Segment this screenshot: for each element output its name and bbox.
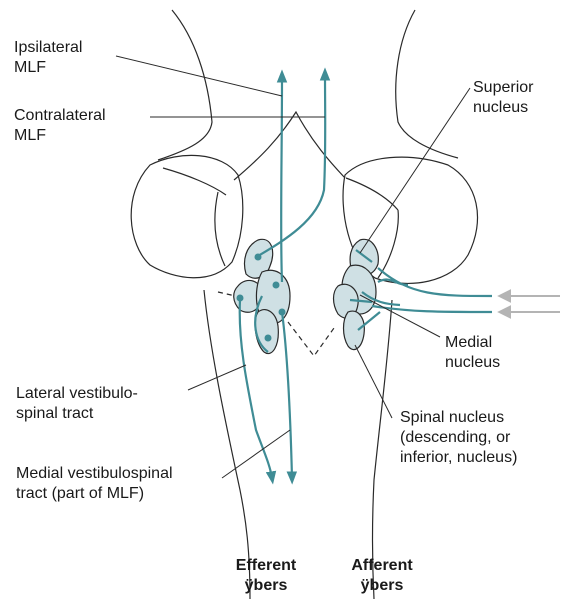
midline-contour [234, 112, 345, 180]
label-medial-vestibulospinal-tract: Medial vestibulospinal tract (part of ML… [16, 464, 173, 504]
dot-superior [255, 254, 262, 261]
leader-superior-nucleus [360, 88, 470, 253]
label-ipsilateral-mlf: Ipsilateral MLF [14, 38, 82, 78]
afferent-fiber-upper [378, 268, 492, 296]
dot-lateral [237, 295, 244, 302]
dot-spinal [265, 335, 272, 342]
left-upper-contour [158, 10, 212, 160]
left-peduncle-crease [163, 168, 226, 266]
right-vestibular-nuclei [334, 239, 379, 349]
leader-lateral-vestibulospinal [188, 365, 246, 390]
leader-medial-nucleus [360, 295, 440, 337]
label-medial-nucleus: Medial nucleus [445, 333, 500, 373]
brainstem-outline [131, 10, 477, 599]
left-medulla-contour [204, 290, 250, 599]
contralateral-mlf-fiber [258, 74, 325, 256]
leader-spinal-nucleus [355, 345, 392, 418]
dot-medial [273, 282, 280, 289]
right-medulla-contour [373, 300, 393, 599]
medial-vestibulospinal-fiber [282, 312, 292, 478]
label-contralateral-mlf: Contralateral MLF [14, 106, 106, 146]
dot-medial-lower [279, 309, 286, 316]
label-lateral-vestibulospinal-tract: Lateral vestibulo- spinal tract [16, 384, 138, 424]
left-cerebellar-peduncle [131, 155, 243, 277]
label-spinal-nucleus: Spinal nucleus (descending, or inferior,… [400, 408, 517, 468]
label-superior-nucleus: Superior nucleus [473, 78, 533, 118]
left-spinal-nucleus [255, 310, 278, 354]
leader-ipsilateral-mlf [116, 56, 282, 96]
incoming-afferent-arrows [500, 296, 560, 312]
label-afferent-fibers: Afferent ÿbers [332, 556, 432, 596]
label-efferent-fibers: Efferent ÿbers [216, 556, 316, 596]
ipsilateral-mlf-fiber [281, 76, 282, 282]
right-upper-contour [396, 10, 458, 158]
right-spinal-nucleus [344, 311, 365, 349]
